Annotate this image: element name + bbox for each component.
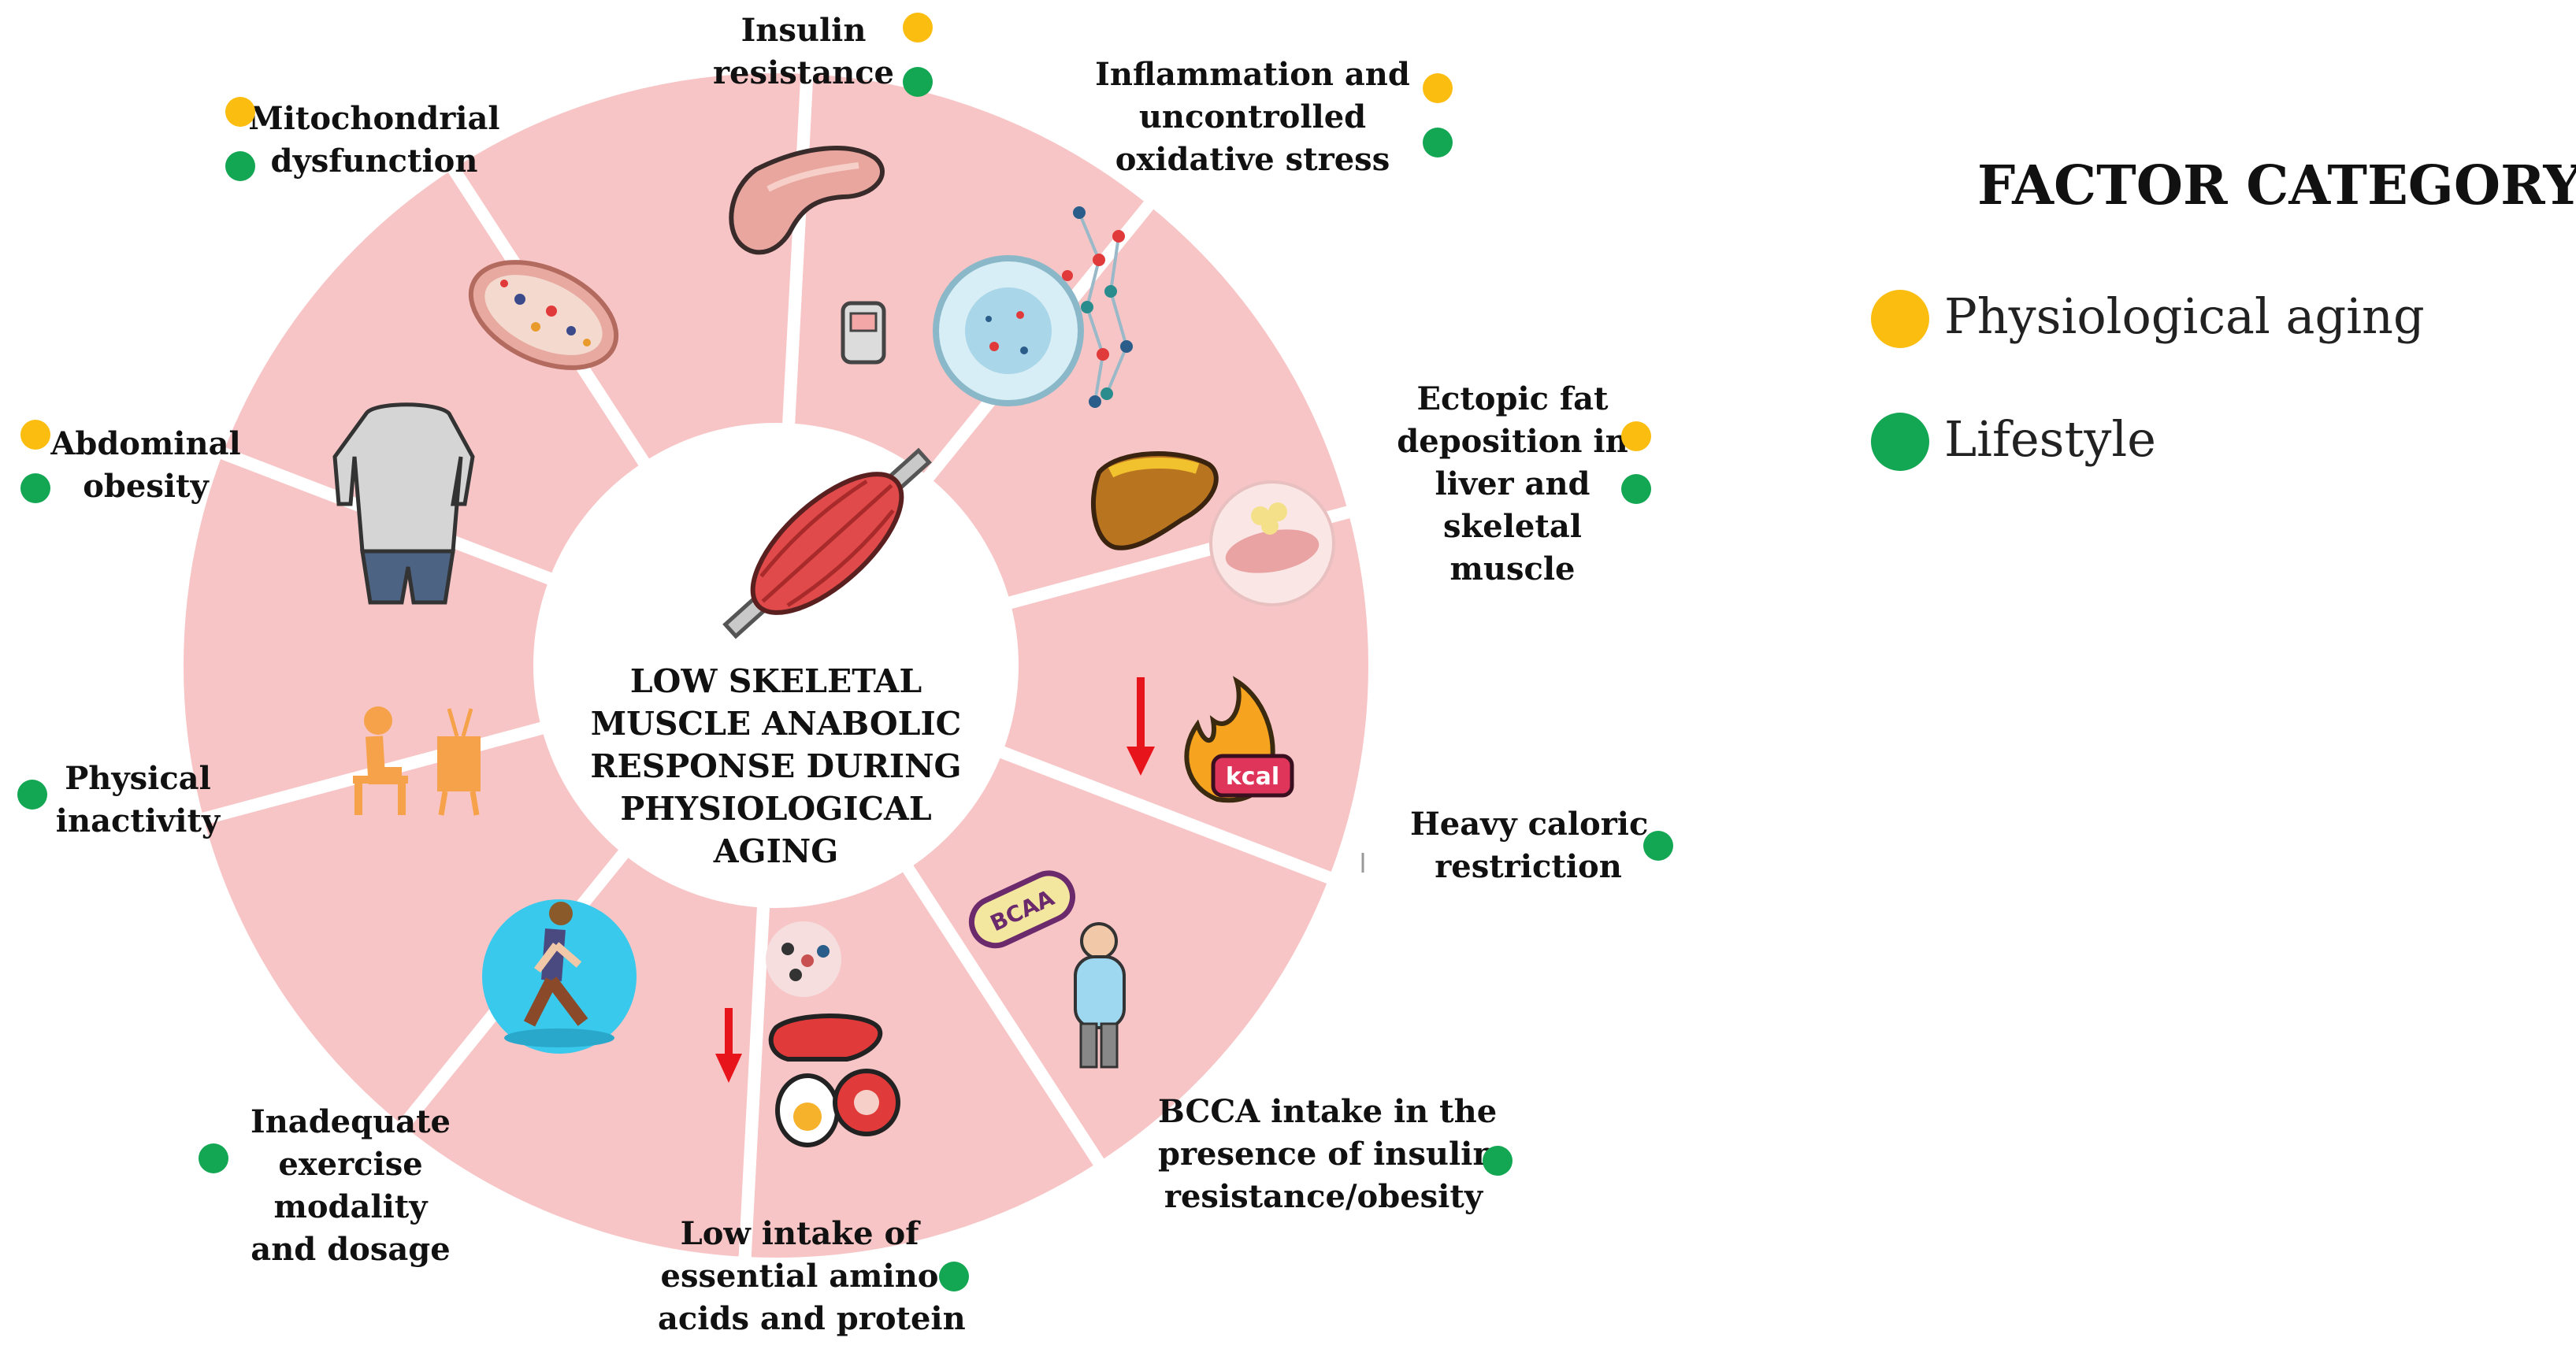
- legend-lifestyle-dot: [1871, 413, 1929, 471]
- wheel-center-circle: [540, 429, 1012, 902]
- physiological-dot: [225, 97, 255, 127]
- physiological-dot: [1621, 421, 1651, 451]
- protein-food-icon: [715, 921, 900, 1147]
- lifestyle-dot: [1483, 1146, 1513, 1176]
- lifestyle-dot: [17, 780, 47, 810]
- lifestyle-dot: [1423, 128, 1453, 157]
- mitochondria-icon: [468, 260, 619, 370]
- fatty-liver-icon: [1091, 451, 1335, 606]
- bcaa-pill-icon: [968, 870, 1126, 1069]
- lifestyle-dot: [199, 1143, 228, 1173]
- lifestyle-dot: [20, 473, 50, 503]
- physiological-dot: [20, 420, 50, 450]
- legend-physiological-dot: [1871, 290, 1929, 348]
- obese-body-icon: [332, 402, 475, 605]
- kcal-text: kcal: [1226, 763, 1279, 791]
- walking-person-icon: [482, 899, 637, 1054]
- lifestyle-dot: [939, 1262, 969, 1291]
- lifestyle-dot: [1621, 474, 1651, 504]
- muscle-icon: [722, 447, 932, 639]
- kcal-flame-icon: [1127, 676, 1294, 803]
- lifestyle-dot: [1643, 831, 1673, 861]
- pancreas-icon: [729, 146, 886, 365]
- cell-icon: [933, 206, 1133, 408]
- lifestyle-dot: [903, 67, 933, 97]
- sedentary-tv-icon: [353, 706, 481, 816]
- legend-physiological-label: Physiological aging: [1944, 287, 2425, 345]
- legend-lifestyle-label: Lifestyle: [1944, 410, 2156, 468]
- legend-title: FACTOR CATEGORY: [1977, 154, 2576, 217]
- center-title: LOW SKELETAL MUSCLE ANABOLIC RESPONSE DU…: [590, 662, 962, 870]
- physiological-dot: [903, 13, 933, 43]
- lifestyle-dot: [225, 151, 255, 181]
- physiological-dot: [1423, 73, 1453, 103]
